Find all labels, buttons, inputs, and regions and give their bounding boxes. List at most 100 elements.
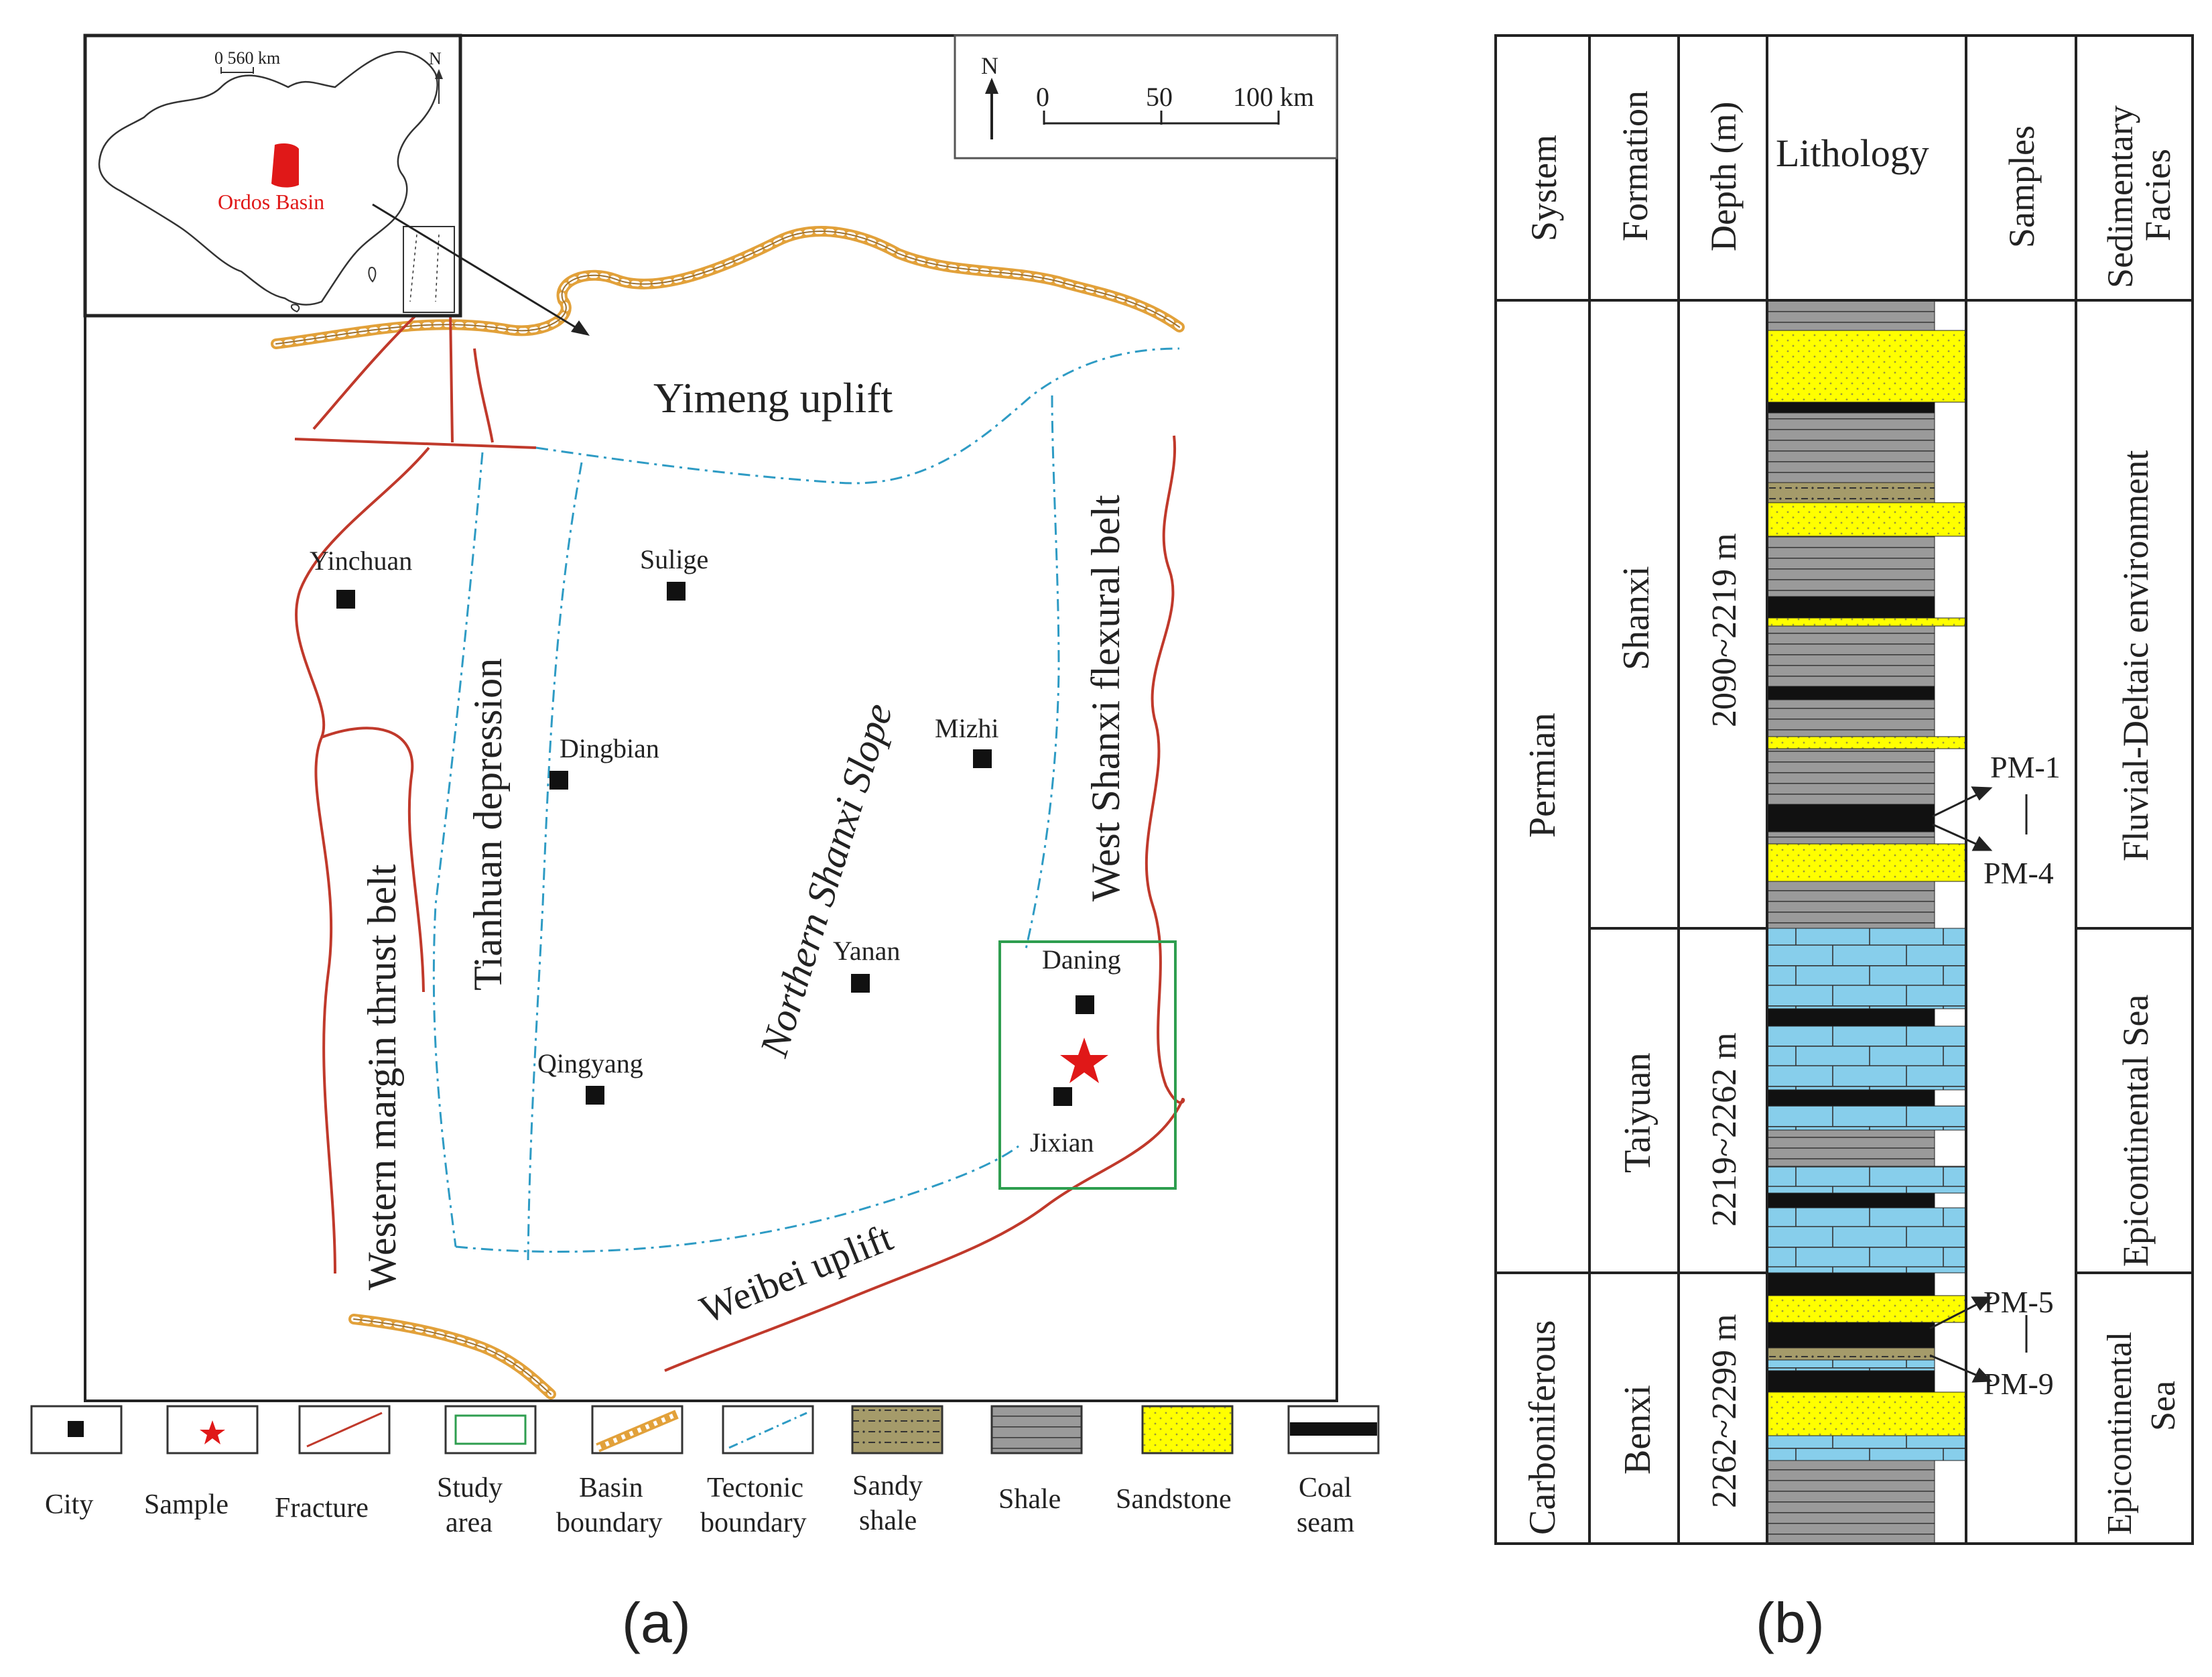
map-legend: City Sample Fracture Study area Basin bo… [30,1405,1380,1538]
legend-sandstone-label: Sandstone [1116,1484,1232,1515]
china-outline [98,51,438,306]
fracture-line [294,438,537,449]
layer-shale [1766,1460,1935,1544]
label-yimeng-uplift: Yimeng uplift [653,374,893,422]
fracture-line [449,310,454,443]
scalebar: N 0 50 100 km [954,34,1338,160]
legend-coal-label-1: Coal [1299,1473,1352,1503]
city-marker-daning [1076,995,1094,1014]
label-western-margin: Western margin thrust belt [360,864,404,1290]
city-marker-qingyang [586,1086,604,1105]
legend-study-label-1: Study [437,1473,503,1503]
city-marker-mizhi [973,749,992,768]
inset-map: Ordos Basin 0 560 km N [83,34,462,318]
header-system: System [1524,135,1564,241]
caption-b: (b) [1756,1591,1825,1654]
fracture-line [295,446,430,1274]
legend-sample-label: Sample [144,1489,229,1520]
formation-benxi: Benxi [1617,1385,1658,1475]
header-facies-2: Facies [2138,149,2178,241]
layer-sandstone [1766,502,1967,537]
fracture-line [664,435,1185,1372]
map-panel: Ordos Basin 0 560 km N N 0 50 100 [30,34,1380,1654]
inset-scale-text: 0 560 km [214,48,280,68]
legend-tectonic-label-2: boundary [700,1507,807,1538]
header-lithology: Lithology [1776,131,1929,175]
layer-coal [1766,1192,1935,1208]
depth-taiyuan: 2219~2262 m [1705,1032,1744,1227]
layer-coal [1766,1370,1935,1393]
column-units: Permian Carboniferous Shanxi Taiyuan Ben… [1522,533,1744,1535]
city-marker-yanan [851,974,870,993]
header-depth: Depth (m) [1703,102,1744,251]
layer-coal [1766,401,1935,414]
scalebar-tick-100: 100 km [1233,82,1314,112]
layer-shale [1766,881,1935,929]
layer-limestone [1766,1026,1967,1091]
formation-shanxi: Shanxi [1616,566,1657,670]
facies-epicontinental-taiyuan: Epicontinental Sea [2116,995,2156,1267]
column-grid [1494,34,2194,1545]
header-samples: Samples [2002,125,2042,248]
south-sea-box [403,226,455,313]
city-jixian: Jixian [1030,1127,1094,1158]
legend-sandy-label-2: shale [859,1505,917,1536]
legend-coal-label-2: seam [1297,1507,1355,1538]
label-tianhuan-depression: Tianhuan depression [466,658,510,991]
system-permian: Permian [1522,712,1563,838]
layer-sandstone [1766,617,1967,627]
layer-coal [1766,804,1935,832]
layer-limestone [1766,1435,1967,1461]
layer-shale [1766,625,1935,687]
layer-coal [1766,596,1935,619]
layer-coal [1766,1272,1935,1296]
layer-shale [1766,412,1935,483]
lithology-layers [1766,300,1967,1544]
facies-fluvial-deltaic: Fluvial-Deltaic environment [2116,450,2156,861]
layer-shale [1766,1129,1935,1167]
layer-coal [1766,1322,1935,1349]
city-marker-jixian [1053,1087,1072,1106]
legend-study-label-2: area [446,1507,493,1538]
city-marker-dingbian [549,771,568,790]
city-daning: Daning [1042,944,1121,975]
layer-shale [1766,748,1935,805]
layer-shale [1766,831,1935,845]
city-qingyang: Qingyang [537,1048,643,1078]
legend-sandstone-box [1141,1405,1234,1454]
legend-study-area-box [444,1405,537,1454]
layer-sandstone [1766,1391,1967,1436]
formation-taiyuan: Taiyuan [1617,1052,1658,1173]
fractures [294,309,1185,1372]
tectonic-boundaries [432,347,1180,1261]
caption-a: (a) [622,1591,691,1654]
scalebar-frame [954,34,1338,160]
basin-boundary [271,226,1185,1400]
legend-sandy-label-1: Sandy [852,1471,923,1501]
layer-sandy-shale [1766,1347,1935,1361]
fracture-line [312,309,422,430]
sample-pm5: PM-5 [1983,1285,2054,1319]
fracture-line [473,348,494,443]
city-mizhi: Mizhi [935,713,999,743]
sample-pm1: PM-1 [1990,750,2061,784]
scalebar-tick-0: 0 [1036,82,1049,112]
city-marker-sulige [667,582,686,601]
layer-limestone [1766,1105,1967,1131]
stratigraphic-column: System Formation Depth (m) Lithology Sam… [1494,34,2194,1654]
cities: Yinchuan Sulige Dingbian Mizhi Yanan Dan… [310,544,1121,1158]
layer-shale [1766,699,1935,737]
scalebar-tick-50: 50 [1146,82,1173,112]
city-yanan: Yanan [833,936,900,966]
taiwan-outline [368,267,377,283]
city-dingbian: Dingbian [560,733,659,763]
layer-sandstone [1766,843,1967,882]
layer-coal [1766,1089,1935,1107]
legend-shale-box [990,1405,1083,1454]
scalebar-north-label: N [981,52,998,79]
layer-limestone [1766,1207,1967,1274]
legend-tectonic-label-1: Tectonic [707,1473,803,1503]
layer-shale [1766,536,1935,597]
column-headers: System Formation Depth (m) Lithology Sam… [1524,90,2178,288]
